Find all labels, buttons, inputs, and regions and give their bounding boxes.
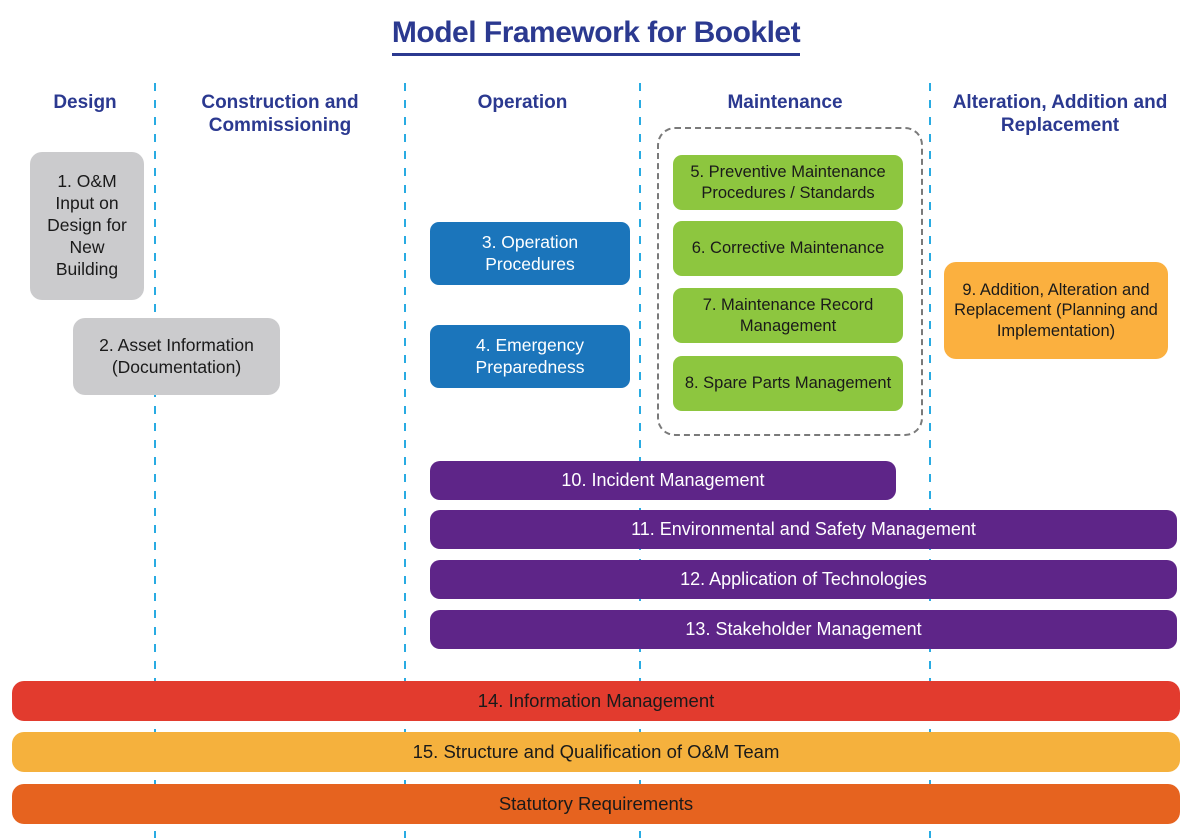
phase-header-design: Design	[53, 92, 117, 113]
box-corrective-maintenance: 6. Corrective Maintenance	[673, 221, 903, 276]
bar-structure-qualification-om-team: 15. Structure and Qualification of O&M T…	[12, 732, 1180, 772]
phase-header-maintenance: Maintenance	[727, 92, 843, 113]
box-addition-alteration-replacement: 9. Addition, Alteration and Replacement …	[944, 262, 1168, 359]
phase-header-construction-commissioning: Construction and Commissioning	[201, 92, 359, 136]
box-operation-procedures: 3. Operation Procedures	[430, 222, 630, 285]
column-divider-line	[154, 83, 156, 838]
box-preventive-maintenance: 5. Preventive Maintenance Procedures / S…	[673, 155, 903, 210]
title-wrap: Model Framework for Booklet	[0, 16, 1192, 56]
maintenance-group-outline	[657, 127, 923, 436]
column-divider-line	[929, 83, 931, 838]
box-emergency-preparedness: 4. Emergency Preparedness	[430, 325, 630, 388]
bar-incident-management: 10. Incident Management	[430, 461, 896, 500]
bar-environmental-safety-management: 11. Environmental and Safety Management	[430, 510, 1177, 549]
phase-header-operation: Operation	[477, 92, 568, 113]
column-divider-line	[404, 83, 406, 838]
column-divider-line	[639, 83, 641, 838]
box-spare-parts-management: 8. Spare Parts Management	[673, 356, 903, 411]
bar-stakeholder-management: 13. Stakeholder Management	[430, 610, 1177, 649]
bar-information-management: 14. Information Management	[12, 681, 1180, 721]
page-title: Model Framework for Booklet	[391, 16, 801, 56]
phase-header-alteration-addition-replacement: Alteration, Addition and Replacement	[952, 92, 1168, 136]
bar-statutory-requirements: Statutory Requirements	[12, 784, 1180, 824]
box-om-input-on-design: 1. O&M Input on Design for New Building	[30, 152, 144, 300]
box-maintenance-record-management: 7. Maintenance Record Management	[673, 288, 903, 343]
bar-application-of-technologies: 12. Application of Technologies	[430, 560, 1177, 599]
box-asset-information: 2. Asset Information (Documentation)	[73, 318, 280, 395]
